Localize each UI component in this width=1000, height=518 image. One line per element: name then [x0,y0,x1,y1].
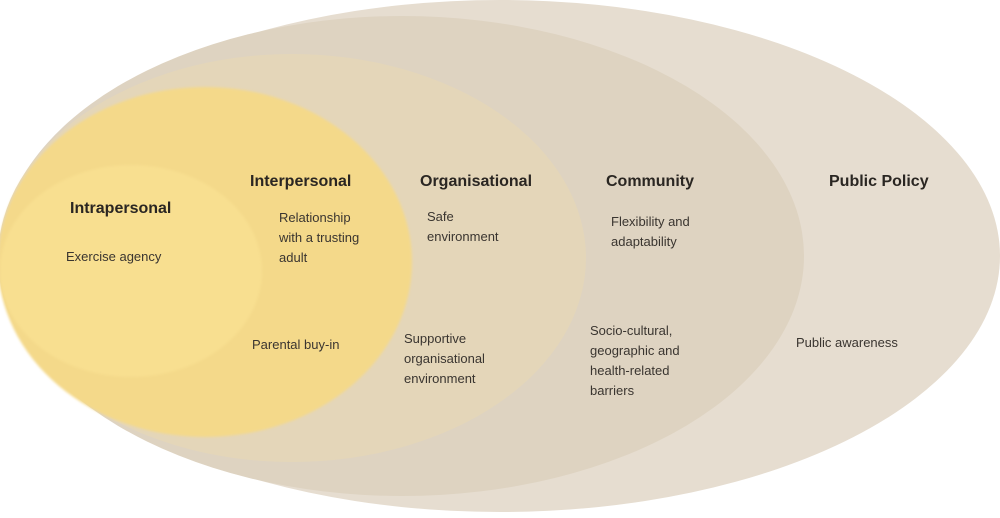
interpersonal-item-trusting-adult: Relationship with a trusting adult [279,210,360,265]
interpersonal-title: Interpersonal [250,173,352,190]
organisational-title: Organisational [420,173,533,190]
community-item-barriers: Socio-cultural, geographic and health-re… [590,323,680,398]
intrapersonal-title: Intrapersonal [70,200,172,217]
intrapersonal-ellipse [0,165,262,377]
intrapersonal-item-exercise-agency: Exercise agency [66,249,162,264]
public-policy-title: Public Policy [829,173,929,190]
community-item-flexibility: Flexibility and adaptability [611,214,690,249]
public-policy-item-public-awareness: Public awareness [796,335,898,350]
organisational-item-safe-environment: Safe environment [427,209,499,244]
interpersonal-item-parental-buy-in: Parental buy-in [252,337,340,352]
community-title: Community [606,173,694,190]
organisational-item-supportive-environment: Supportive organisational environment [404,331,485,386]
